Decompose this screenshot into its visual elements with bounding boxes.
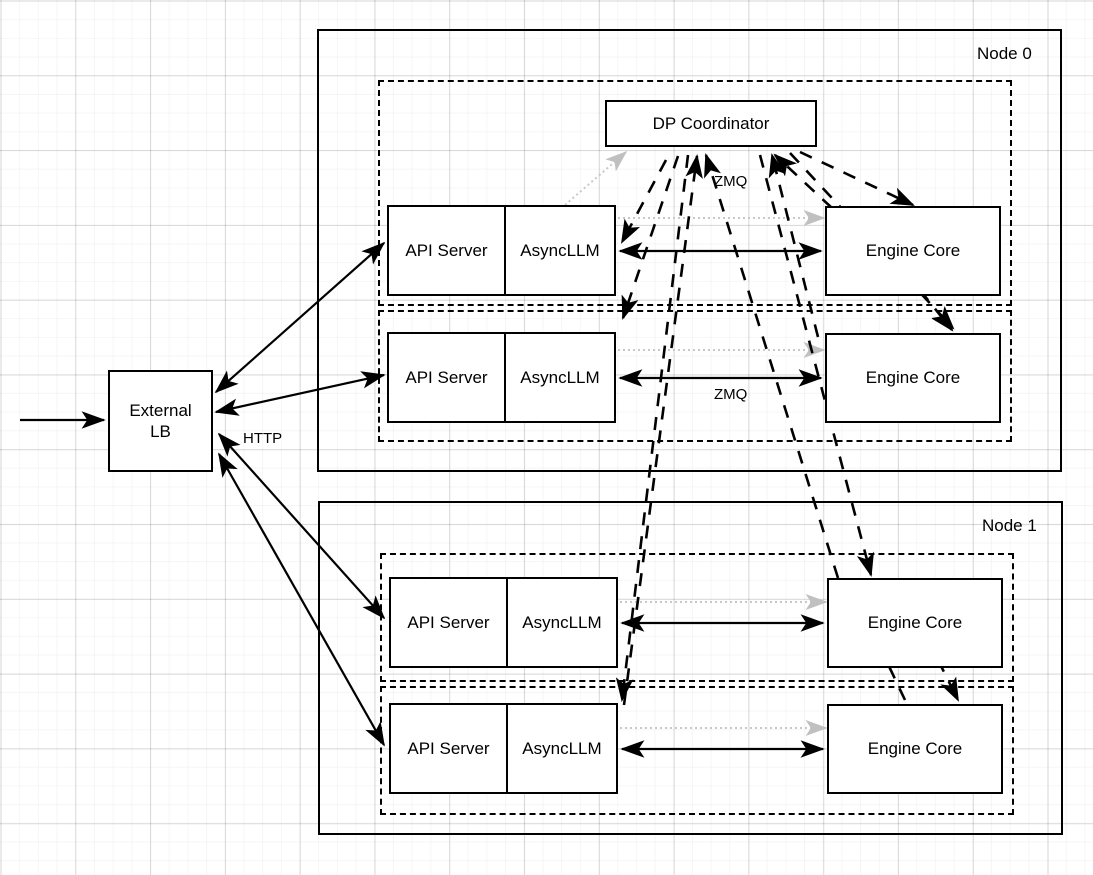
asyncllm-label-n1g0: AsyncLLM xyxy=(522,612,602,632)
api-server-label-n0g1: API Server xyxy=(389,334,506,421)
engine-core-n0g0[interactable]: Engine Core xyxy=(825,206,1001,296)
engine-core-n1g0[interactable]: Engine Core xyxy=(827,578,1003,668)
external-lb-box[interactable]: External LB xyxy=(108,370,213,472)
asyncllm-label-n0g0: AsyncLLM xyxy=(520,240,600,260)
api-server-asyncllm-n0g1[interactable]: API Server AsyncLLM xyxy=(387,332,616,423)
asyncllm-label-n0g1: AsyncLLM xyxy=(520,367,600,387)
asyncllm-label-n1g1: AsyncLLM xyxy=(522,738,602,758)
dp-coordinator-box[interactable]: DP Coordinator xyxy=(605,100,817,147)
node-1-group-0-box xyxy=(380,553,1014,682)
api-server-asyncllm-n1g1[interactable]: API Server AsyncLLM xyxy=(389,703,618,794)
node-0-group-1-box xyxy=(378,310,1012,442)
api-server-label-n0g0: API Server xyxy=(389,207,506,294)
http-label: HTTP xyxy=(243,430,283,447)
api-server-asyncllm-n0g0[interactable]: API Server AsyncLLM xyxy=(387,205,616,296)
zmq-label-coordinator: ZMQ xyxy=(714,173,748,190)
node-1-group-1-box xyxy=(380,686,1014,815)
engine-core-n1g1[interactable]: Engine Core xyxy=(827,704,1003,794)
node-1-box xyxy=(318,501,1063,835)
node-0-group-0-box xyxy=(378,80,1012,306)
api-server-asyncllm-n1g0[interactable]: API Server AsyncLLM xyxy=(389,577,618,668)
node-1-label: Node 1 xyxy=(982,516,1037,535)
api-server-label-n1g1: API Server xyxy=(391,705,508,792)
engine-core-n0g1[interactable]: Engine Core xyxy=(825,333,1001,423)
api-server-label-n1g0: API Server xyxy=(391,579,508,666)
node-0-label: Node 0 xyxy=(977,44,1032,63)
node-0-box xyxy=(317,29,1062,472)
zmq-label-n0g1: ZMQ xyxy=(714,386,748,403)
